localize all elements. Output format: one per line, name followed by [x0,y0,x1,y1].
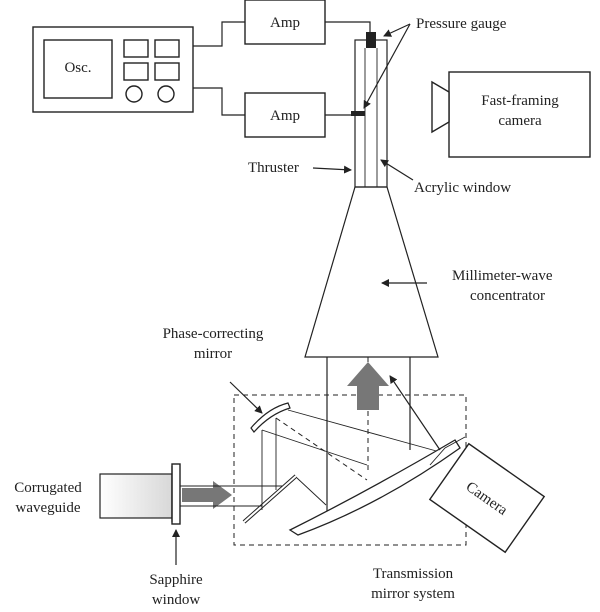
millimeter-wave-concentrator [304,186,439,358]
phase-mirror-label-2: mirror [194,346,232,362]
amp-bottom-label: Amp [270,108,300,124]
thruster-tube [351,32,388,188]
pressure-gauge-top [366,32,376,48]
camera-sight-arrow [389,375,441,451]
camera-box: Camera [428,442,546,554]
waveguide-label-1: Corrugated [14,480,82,496]
oscilloscope-screen [43,39,113,99]
fast-camera-label-1: Fast-framing [481,93,559,109]
beam-up-arrow [347,362,389,410]
oscilloscope-knob [157,85,175,103]
camera-view-line [429,436,466,466]
pressure-gauge-label: Pressure gauge [416,16,507,32]
ray-paths [261,409,441,510]
concentrator-label-1: Millimeter-wave [452,268,553,284]
waveguide-beam-arrow [182,481,232,509]
amplifier-bottom: Amp [244,92,326,138]
thruster-label: Thruster [248,160,299,176]
fast-camera-label-2: camera [498,113,542,129]
amp-top-label: Amp [270,15,300,31]
phase-mirror-label-1: Phase-correcting [163,326,264,342]
signal-wires [193,21,371,116]
sapphire-window [171,463,181,525]
oscilloscope: Osc. [32,26,194,113]
sapphire-label-2: window [152,592,201,608]
amplifier-top: Amp [244,0,326,45]
fast-framing-camera: Fast-framing camera [431,71,591,158]
transmission-label-2: mirror system [371,586,455,602]
corrugated-waveguide [99,463,181,525]
annotation-arrows [172,23,427,565]
osc-label: Osc. [64,60,91,76]
waveguide-label-2: waveguide [16,500,81,516]
sapphire-label-1: Sapphire [149,572,203,588]
curved-transmission-mirror [288,439,461,536]
oscilloscope-knob [125,85,143,103]
concentrator-label-2: concentrator [470,288,545,304]
acrylic-window-label: Acrylic window [414,180,511,196]
transmission-label-1: Transmission [373,566,454,582]
pressure-sensor-side [351,111,365,116]
phase-correcting-mirror [250,402,291,433]
